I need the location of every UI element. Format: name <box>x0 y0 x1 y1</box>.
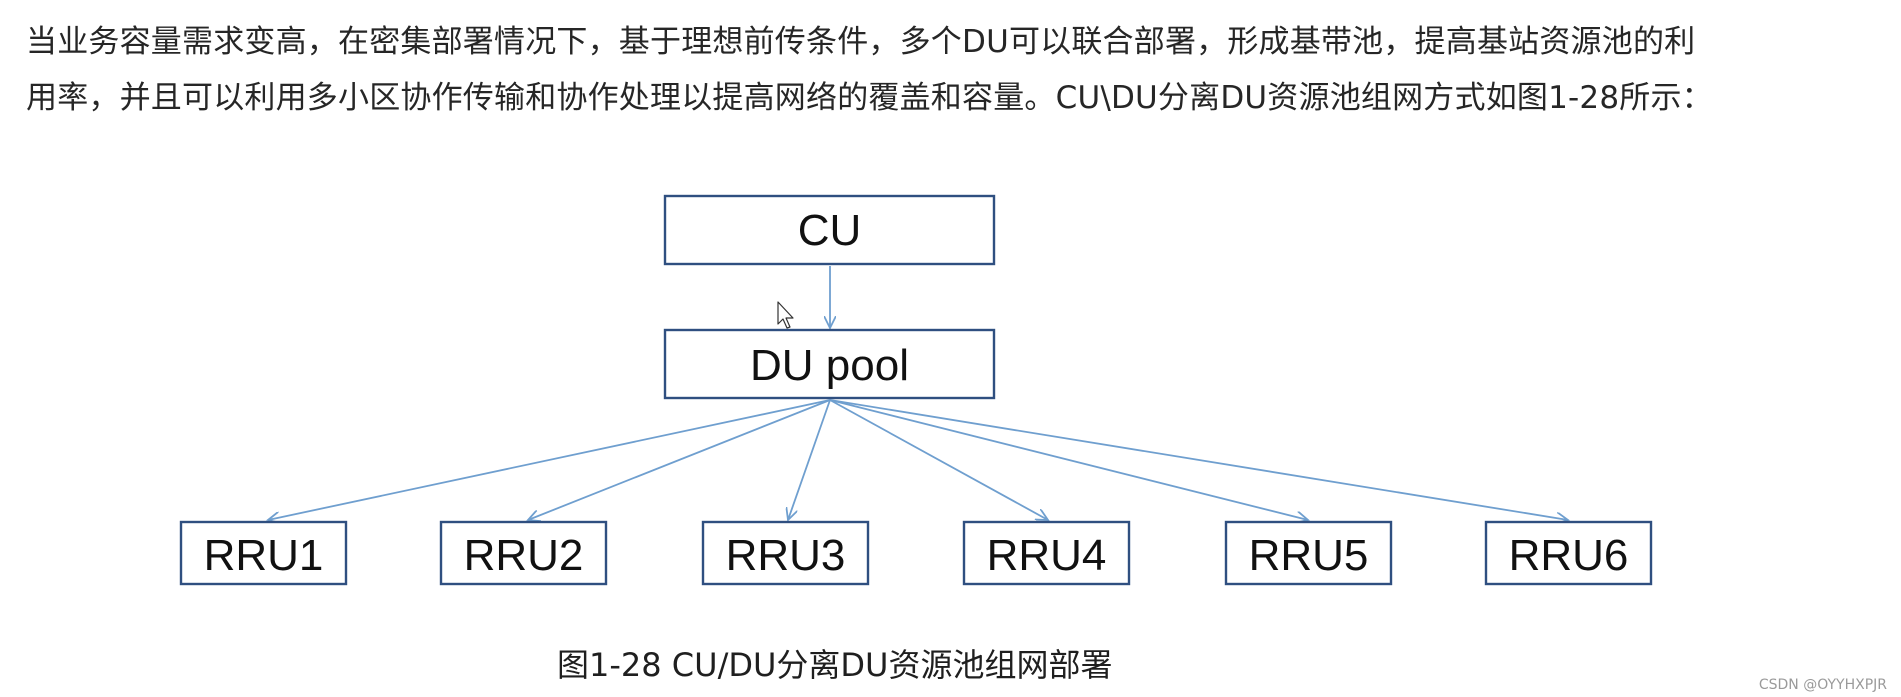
rru3-label: RRU3 <box>726 531 846 580</box>
edge-du-pool-to-rru4 <box>829 399 1048 520</box>
edge-du-pool-to-rru5 <box>829 399 1308 520</box>
paragraph-line-2: 用率，并且可以利用多小区协作传输和协作处理以提高网络的覆盖和容量。CU\DU分离… <box>26 80 1713 116</box>
mouse-pointer-icon <box>777 301 794 329</box>
intro-paragraph: 当业务容量需求变高，在密集部署情况下，基于理想前传条件，多个DU可以联合部署，形… <box>26 14 1886 126</box>
cu-label: CU <box>798 206 862 255</box>
rru4-label: RRU4 <box>987 531 1107 580</box>
du-pool-node: DU pool <box>663 328 996 400</box>
rru6-label: RRU6 <box>1509 531 1629 580</box>
cu-node: CU <box>663 194 996 266</box>
edge-du-pool-to-rru6 <box>829 399 1568 520</box>
edge-du-pool-to-rru3 <box>788 399 831 520</box>
figure-caption: 图1-28 CU/DU分离DU资源池组网部署 <box>557 646 1113 684</box>
rru2-node: RRU2 <box>439 520 608 586</box>
rru2-label: RRU2 <box>464 531 584 580</box>
edge-du-pool-to-rru1 <box>268 399 831 520</box>
rru1-node: RRU1 <box>179 520 348 586</box>
rru5-label: RRU5 <box>1249 531 1369 580</box>
rru3-node: RRU3 <box>701 520 870 586</box>
rru5-node: RRU5 <box>1224 520 1393 586</box>
paragraph-line-1: 当业务容量需求变高，在密集部署情况下，基于理想前传条件，多个DU可以联合部署，形… <box>26 24 1696 60</box>
rru4-node: RRU4 <box>962 520 1131 586</box>
rru6-node: RRU6 <box>1484 520 1653 586</box>
edge-du-pool-to-rru2 <box>528 399 831 520</box>
watermark: CSDN @OYYHXPJR <box>1758 677 1887 693</box>
rru1-label: RRU1 <box>204 531 324 580</box>
du-pool-label: DU pool <box>750 341 909 390</box>
